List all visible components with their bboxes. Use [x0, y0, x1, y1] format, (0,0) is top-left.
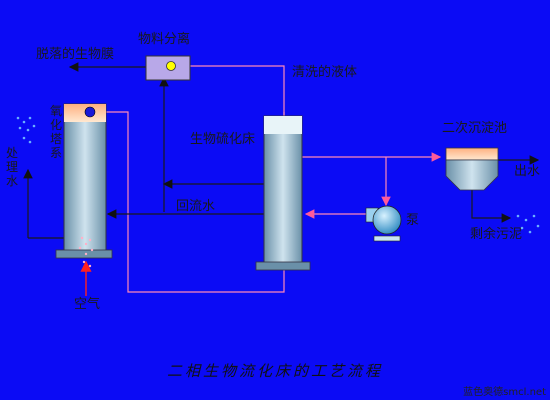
oxidation-to-reactor-pipe — [106, 111, 285, 293]
air-bubbles-icon — [78, 236, 94, 268]
level-indicator-icon — [84, 106, 96, 118]
excess-sludge-pipe — [471, 190, 512, 223]
label-oxidation-column: 氧化塔系 — [50, 104, 63, 160]
sludge-drops-icon — [516, 214, 540, 234]
indicator-icon — [166, 61, 176, 71]
pink-pipelines — [106, 65, 442, 293]
label-recycle-water: 回流水 — [176, 199, 216, 214]
label-excess-sludge: 剩余污泥 — [470, 227, 523, 242]
label-secondary-tank: 二次沉淀池 — [442, 121, 508, 136]
label-washing-fluid: 清洗的液体 — [292, 65, 358, 80]
pump-icon — [365, 205, 402, 242]
label-separation: 物料分离 — [138, 32, 191, 47]
label-effluent: 出水 — [514, 164, 541, 179]
dark-pipelines — [23, 62, 540, 243]
bio-reactor — [255, 115, 311, 271]
separation-device — [145, 55, 191, 81]
diagram-title: 二相生物流化床的工艺流程 — [166, 362, 383, 380]
label-air: 空气 — [74, 297, 101, 312]
separation-to-reactor-pipe — [190, 65, 285, 130]
label-treated-water: 处理水 — [6, 146, 19, 188]
water-drops-left-icon — [16, 116, 36, 144]
label-bio-reactor: 生物硫化床 — [190, 132, 256, 147]
oxidation-column — [55, 103, 113, 259]
label-pump: 泵 — [406, 213, 420, 228]
label-sludge-out: 脱落的生物膜 — [36, 47, 115, 62]
credit-text: 蓝色奥德smcl.net — [463, 387, 546, 398]
secondary-tank — [445, 147, 499, 191]
